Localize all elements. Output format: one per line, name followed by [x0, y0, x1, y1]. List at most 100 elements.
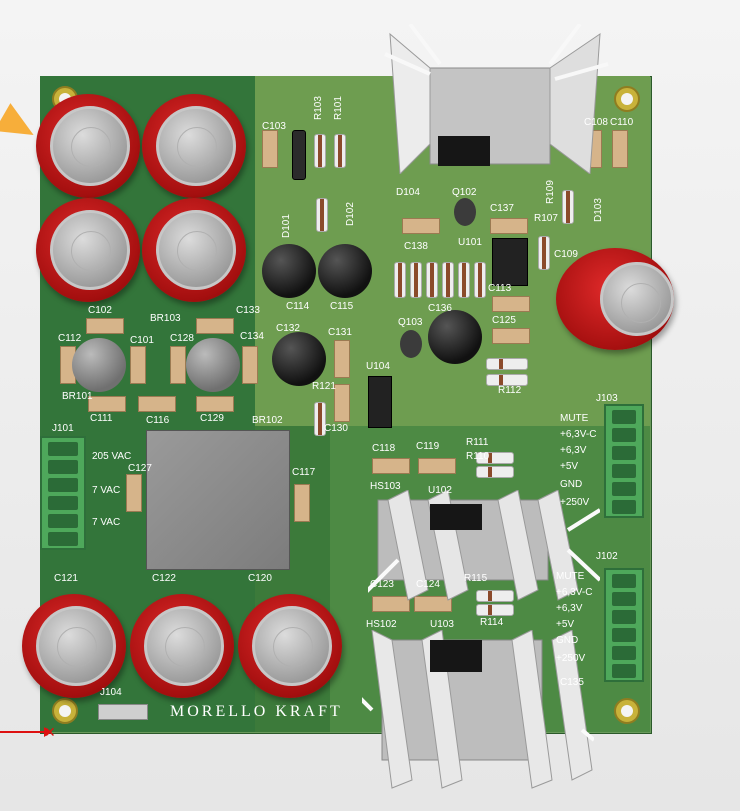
transistor-q103[interactable] — [428, 310, 482, 364]
j102-pin-label: GND — [556, 635, 579, 646]
label-q102: Q102 — [452, 187, 477, 198]
transistor-q103-small[interactable] — [400, 330, 422, 358]
electrolytic-capacitor-c109[interactable] — [556, 248, 674, 350]
resistor-r111[interactable] — [476, 452, 514, 464]
label-r110: R110 — [466, 451, 490, 462]
label-j103: J103 — [596, 393, 618, 404]
resistor-array[interactable] — [442, 262, 454, 298]
resistor-array[interactable] — [474, 262, 486, 298]
connector-j104[interactable] — [98, 704, 148, 720]
heatsink-hs102[interactable] — [362, 630, 594, 790]
capacitor-c117[interactable] — [294, 484, 310, 522]
capacitor-c103[interactable] — [262, 130, 278, 168]
capacitor-c128[interactable] — [170, 346, 186, 384]
label-c110: C110 — [610, 117, 634, 128]
label-c112: C112 — [58, 333, 82, 344]
transformer[interactable] — [146, 430, 290, 570]
resistor-r101[interactable] — [334, 134, 346, 168]
terminal-block-j103[interactable] — [604, 404, 644, 518]
terminal-block-j102[interactable] — [604, 568, 644, 682]
capacitor-c137[interactable] — [490, 218, 528, 234]
capacitor-c125[interactable] — [492, 328, 530, 344]
resistor-r107[interactable] — [538, 236, 550, 270]
label-u104: U104 — [366, 361, 390, 372]
electrolytic-capacitor-c120[interactable] — [238, 594, 342, 698]
capacitor-c133[interactable] — [196, 318, 234, 334]
capacitor-c127[interactable] — [126, 474, 142, 512]
label-d104: D104 — [396, 187, 420, 198]
label-c118: C118 — [372, 443, 396, 454]
transistor-c114[interactable] — [262, 244, 316, 298]
label-c121: C121 — [54, 573, 78, 584]
mounting-hole — [614, 698, 640, 724]
terminal-block-j101[interactable] — [40, 436, 86, 550]
electrolytic-capacitor[interactable] — [142, 94, 246, 198]
label-c137: C137 — [490, 203, 514, 214]
label-r101: R101 — [333, 96, 344, 120]
bridge-rectifier-br103[interactable] — [186, 338, 240, 392]
j101-pin-label: 7 VAC — [92, 485, 121, 496]
resistor-r114[interactable] — [476, 604, 514, 616]
label-c123: C123 — [370, 579, 394, 590]
ic-u101[interactable] — [492, 238, 528, 286]
label-c119: C119 — [416, 441, 440, 452]
capacitor-c129[interactable] — [196, 396, 234, 412]
transistor-c132[interactable] — [272, 332, 326, 386]
label-r103: R103 — [313, 96, 324, 120]
capacitor-c113[interactable] — [492, 296, 530, 312]
transistor-q102[interactable] — [454, 198, 476, 226]
capacitor-c131[interactable] — [334, 340, 350, 378]
capacitor-c124[interactable] — [414, 596, 452, 612]
electrolytic-capacitor[interactable] — [36, 198, 140, 302]
label-c124: C124 — [416, 579, 440, 590]
label-c131: C131 — [328, 327, 352, 338]
label-u101: U101 — [458, 237, 482, 248]
resistor-array[interactable] — [458, 262, 470, 298]
capacitor-c110[interactable] — [612, 130, 628, 168]
resistor-r112-a[interactable] — [486, 358, 528, 370]
capacitor-c116[interactable] — [138, 396, 176, 412]
label-c109: C109 — [554, 249, 578, 260]
capacitor-c123[interactable] — [372, 596, 410, 612]
resistor-array[interactable] — [426, 262, 438, 298]
bridge-rectifier-br101[interactable] — [72, 338, 126, 392]
label-br101: BR101 — [62, 391, 93, 402]
electrolytic-capacitor[interactable] — [36, 94, 140, 198]
regulator-u104[interactable] — [368, 376, 392, 428]
capacitor-c102[interactable] — [86, 318, 124, 334]
j103-pin-label: GND — [560, 479, 583, 490]
capacitor-c130[interactable] — [334, 384, 350, 422]
diode-d101[interactable] — [292, 130, 306, 180]
heatsink-top[interactable] — [380, 24, 610, 174]
resistor-r109[interactable] — [562, 190, 574, 224]
heatsink-hs103[interactable] — [368, 490, 600, 610]
resistor-r103[interactable] — [314, 134, 326, 168]
capacitor-c119[interactable] — [418, 458, 456, 474]
label-c103: C103 — [262, 121, 286, 132]
electrolytic-capacitor[interactable] — [142, 198, 246, 302]
electrolytic-capacitor-c122[interactable] — [130, 594, 234, 698]
j102-pin-label: +6,3V — [556, 603, 583, 614]
label-c111: C111 — [90, 413, 113, 424]
label-r121: R121 — [312, 381, 336, 392]
resistor-r112-b[interactable] — [486, 374, 528, 386]
capacitor-c101[interactable] — [130, 346, 146, 384]
origin-x-icon: ✕ — [44, 724, 56, 740]
capacitor-c111[interactable] — [88, 396, 126, 412]
electrolytic-capacitor-c121[interactable] — [22, 594, 126, 698]
resistor-r110[interactable] — [476, 466, 514, 478]
resistor-r115[interactable] — [476, 590, 514, 602]
label-c113: C113 — [488, 283, 512, 294]
resistor-array[interactable] — [394, 262, 406, 298]
j101-pin-label: 205 VAC — [92, 451, 132, 462]
capacitor-c138[interactable] — [402, 218, 440, 234]
capacitor-c118[interactable] — [372, 458, 410, 474]
diode-d102[interactable] — [316, 198, 328, 232]
capacitor-c134[interactable] — [242, 346, 258, 384]
resistor-array[interactable] — [410, 262, 422, 298]
resistor-r121[interactable] — [314, 402, 326, 436]
label-r114: R114 — [480, 617, 504, 628]
transistor-c115[interactable] — [318, 244, 372, 298]
label-c138: C138 — [404, 241, 428, 252]
